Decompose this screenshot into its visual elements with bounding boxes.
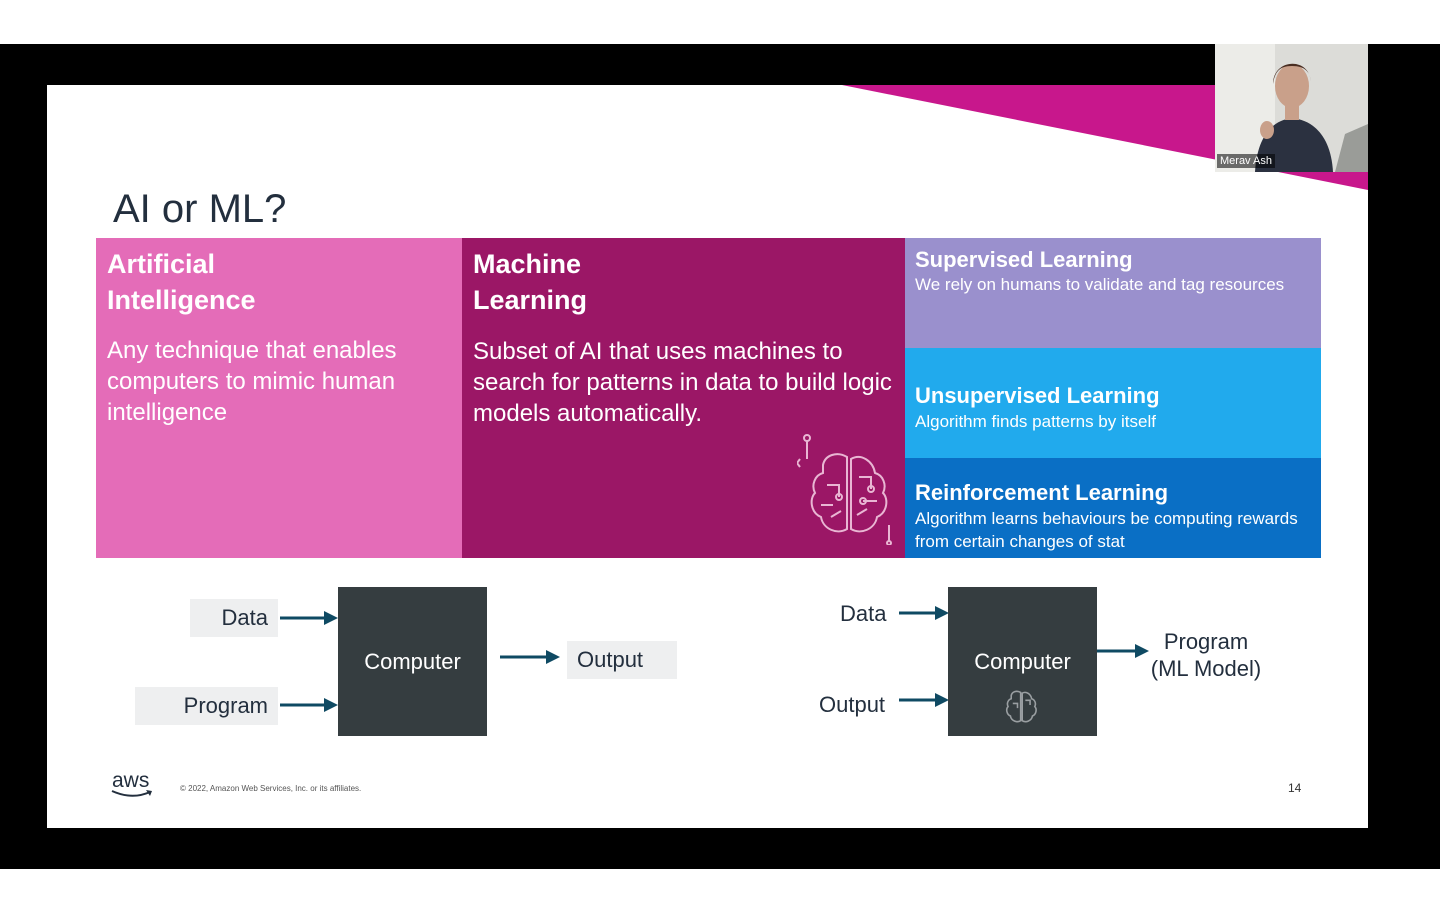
- diagram2-program-output: Program (ML Model): [1147, 628, 1265, 682]
- ai-heading-line2: Intelligence: [107, 285, 256, 315]
- arrow-right-icon: [1097, 644, 1149, 658]
- diagram2-output-label: Output: [819, 692, 886, 717]
- aws-smile-icon: [111, 790, 152, 797]
- diagram2-computer-label: Computer: [974, 649, 1071, 674]
- copyright-notice: © 2022, Amazon Web Services, Inc. or its…: [180, 784, 362, 793]
- diagram2-program-line1: Program: [1163, 629, 1249, 654]
- reinforcement-learning-card: Reinforcement Learning Algorithm learns …: [905, 458, 1321, 558]
- ml-description: Subset of AI that uses machines to searc…: [473, 338, 892, 427]
- participant-name-label: Merav Ash: [1217, 154, 1275, 168]
- reinforcement-title: Reinforcement Learning: [915, 480, 1169, 505]
- diagram1-data-label: Data: [190, 599, 278, 637]
- aws-logo: aws: [111, 769, 152, 797]
- diagram2-data-label: Data: [840, 601, 887, 626]
- slide-page-number: 14: [1288, 781, 1302, 795]
- ai-description: Any technique that enables computers to …: [107, 337, 397, 426]
- brain-circuit-icon: [797, 434, 892, 545]
- arrow-right-icon: [500, 650, 560, 664]
- reinforcement-description: Algorithm learns behaviours be computing…: [915, 509, 1298, 551]
- diagram1-computer-box: Computer: [338, 587, 487, 736]
- presentation-slide: AI or ML? Artificial Intelligence Any te…: [47, 85, 1368, 828]
- diagram2-computer-box: Computer: [948, 587, 1097, 736]
- brain-circuit-icon: [1005, 690, 1037, 723]
- arrow-right-icon: [280, 698, 338, 712]
- unsupervised-description: Algorithm finds patterns by itself: [915, 412, 1156, 431]
- aws-logo-text: aws: [112, 769, 150, 792]
- supervised-description: We rely on humans to validate and tag re…: [915, 275, 1285, 294]
- ai-heading: Artificial Intelligence: [107, 246, 256, 318]
- supervised-title: Supervised Learning: [915, 247, 1133, 272]
- slide-title: AI or ML?: [113, 187, 287, 231]
- participant-avatar: [1215, 44, 1368, 172]
- slide-accent-stripe: [842, 85, 1368, 190]
- arrow-right-icon: [899, 606, 949, 620]
- diagram2-program-line2: (ML Model): [1150, 656, 1262, 681]
- ai-heading-line1: Artificial: [107, 249, 216, 279]
- ml-panel: Machine Learning Subset of AI that uses …: [462, 238, 905, 558]
- ml-heading-line1: Machine: [473, 249, 582, 279]
- ai-panel: Artificial Intelligence Any technique th…: [96, 238, 462, 558]
- ml-heading-line2: Learning: [473, 285, 588, 315]
- ml-heading: Machine Learning: [473, 246, 587, 318]
- diagram1-output-label: Output: [567, 641, 677, 679]
- diagram1-program-label: Program: [135, 687, 278, 725]
- unsupervised-title: Unsupervised Learning: [915, 383, 1160, 408]
- participant-video-tile[interactable]: [1215, 44, 1368, 172]
- arrow-right-icon: [280, 611, 338, 625]
- unsupervised-learning-card: Unsupervised Learning Algorithm finds pa…: [905, 348, 1321, 458]
- diagram1-computer-label: Computer: [364, 649, 461, 674]
- supervised-learning-card: Supervised Learning We rely on humans to…: [905, 238, 1321, 348]
- arrow-right-icon: [899, 693, 949, 707]
